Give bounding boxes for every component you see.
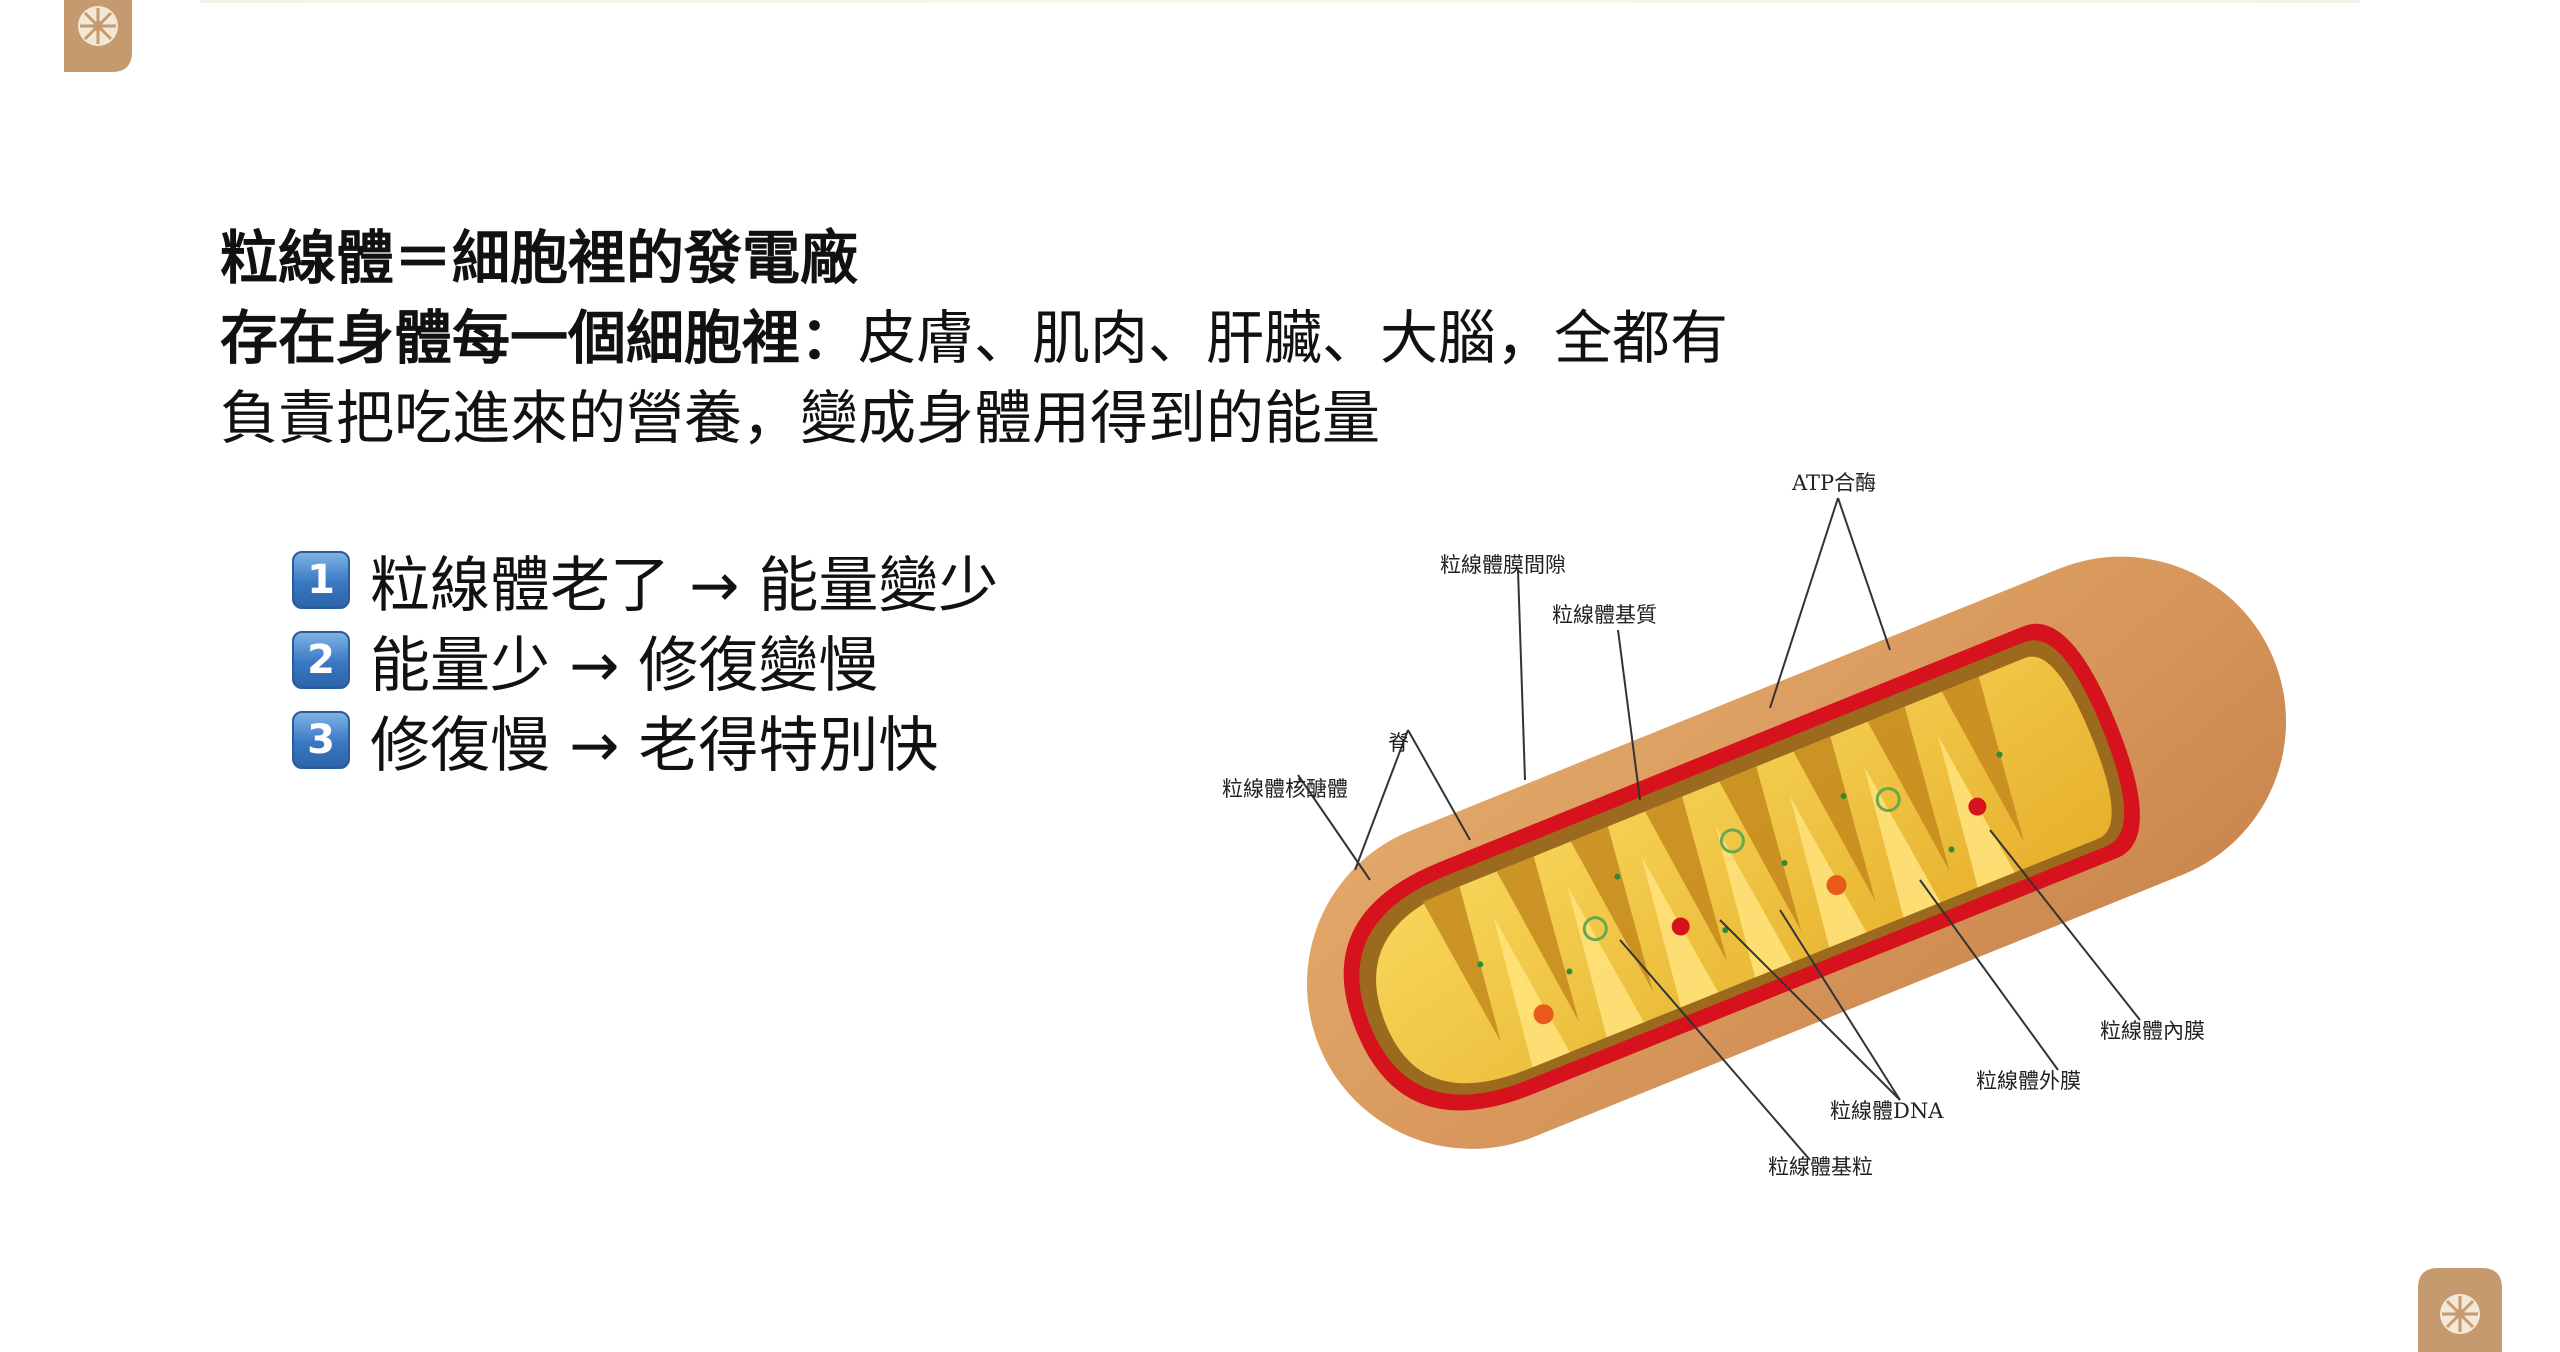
- number-3-icon: 3: [292, 711, 350, 769]
- point-text: 修復慢 → 老得特別快: [370, 710, 939, 781]
- label-outer-membrane: 粒線體外膜: [1976, 1069, 2081, 1093]
- mitochondrion-illustration: ATP合酶 粒線體膜間隙 粒線體基質 脊 粒線體核醣體 粒線體內膜 粒線體外膜 …: [1222, 471, 2287, 1179]
- slide-line-3: 負責把吃進來的營養，變成身體用得到的能量: [220, 384, 1381, 452]
- point-text: 粒線體老了 → 能量變少: [370, 550, 999, 621]
- number-2-icon: 2: [292, 631, 350, 689]
- heading-block: 粒線體＝細胞裡的發電廠 存在身體每一個細胞裡：皮膚、肌肉、肝臟、大腦，全都有 負…: [220, 218, 2020, 458]
- points-list: 1 粒線體老了 → 能量變少 2 能量少 → 修復變慢 3 修復慢 → 老得特別…: [292, 540, 998, 781]
- mitochondrion-diagram: ATP合酶 粒線體膜間隙 粒線體基質 脊 粒線體核醣體 粒線體內膜 粒線體外膜 …: [1200, 460, 2360, 1200]
- label-cristae: 脊: [1388, 731, 1409, 755]
- flower-logo-icon: [64, 0, 132, 72]
- top-divider: [200, 0, 2360, 3]
- label-ribosome: 粒線體核醣體: [1222, 777, 1348, 801]
- label-intermembrane-space: 粒線體膜間隙: [1440, 553, 1566, 577]
- label-atp-synthase: ATP合酶: [1791, 471, 1876, 495]
- label-granule: 粒線體基粒: [1768, 1155, 1873, 1179]
- list-item: 1 粒線體老了 → 能量變少: [292, 540, 998, 621]
- number-1-icon: 1: [292, 551, 350, 609]
- label-inner-membrane: 粒線體內膜: [2100, 1019, 2205, 1043]
- list-item: 3 修復慢 → 老得特別快: [292, 700, 998, 781]
- list-item: 2 能量少 → 修復變慢: [292, 620, 998, 701]
- flower-logo-icon: [2418, 1268, 2502, 1352]
- label-matrix: 粒線體基質: [1552, 603, 1657, 627]
- line-2-normal: 皮膚、肌肉、肝臟、大腦，全都有: [858, 304, 1729, 372]
- slide-title: 粒線體＝細胞裡的發電廠: [220, 224, 859, 292]
- outer-membrane-shape: [1306, 556, 2287, 1149]
- label-dna: 粒線體DNA: [1830, 1099, 1944, 1123]
- point-text: 能量少 → 修復變慢: [370, 630, 879, 701]
- slide-line-2: 存在身體每一個細胞裡：皮膚、肌肉、肝臟、大腦，全都有: [220, 298, 2020, 378]
- line-2-bold: 存在身體每一個細胞裡：: [220, 304, 859, 372]
